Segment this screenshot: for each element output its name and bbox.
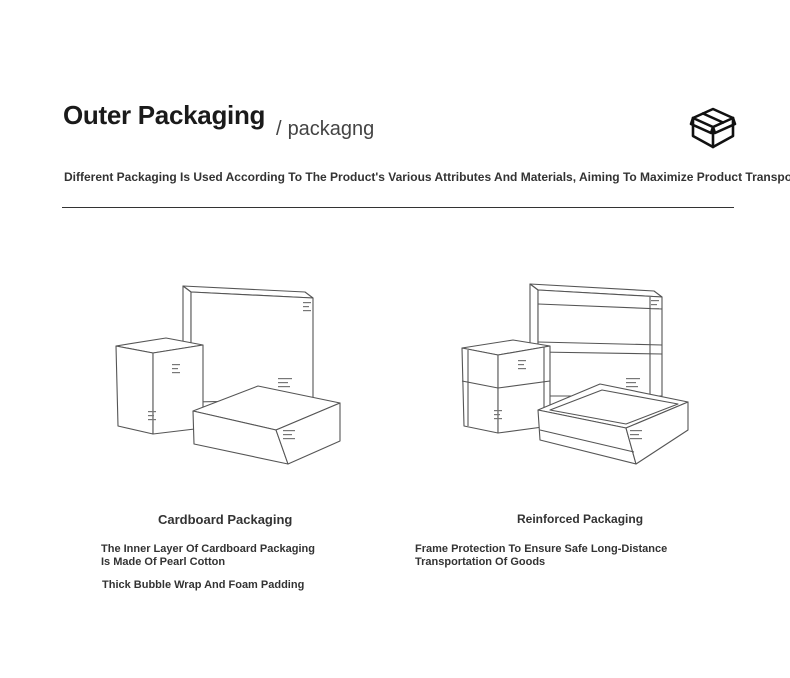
- card-title: Cardboard Packaging: [158, 512, 293, 527]
- feature-text: Thick Bubble Wrap And Foam Padding: [102, 579, 305, 591]
- header-divider: [62, 207, 734, 208]
- subtitle-slash: /: [276, 118, 282, 140]
- page-title: Outer Packaging: [63, 100, 266, 130]
- page-subtitle: /packagng: [276, 118, 374, 141]
- framed-boxes-illustration: [461, 283, 689, 465]
- card-title: Reinforced Packaging: [517, 512, 644, 526]
- subtitle-text: packagng: [287, 118, 375, 140]
- tagline: Different Packaging Is Used According To…: [64, 170, 790, 184]
- cardboard-boxes-illustration: [115, 285, 341, 465]
- open-box-icon: [689, 107, 737, 149]
- feature-text: The Inner Layer Of Cardboard Packaging I…: [101, 543, 315, 568]
- feature-text: Frame Protection To Ensure Safe Long-Dis…: [415, 543, 668, 568]
